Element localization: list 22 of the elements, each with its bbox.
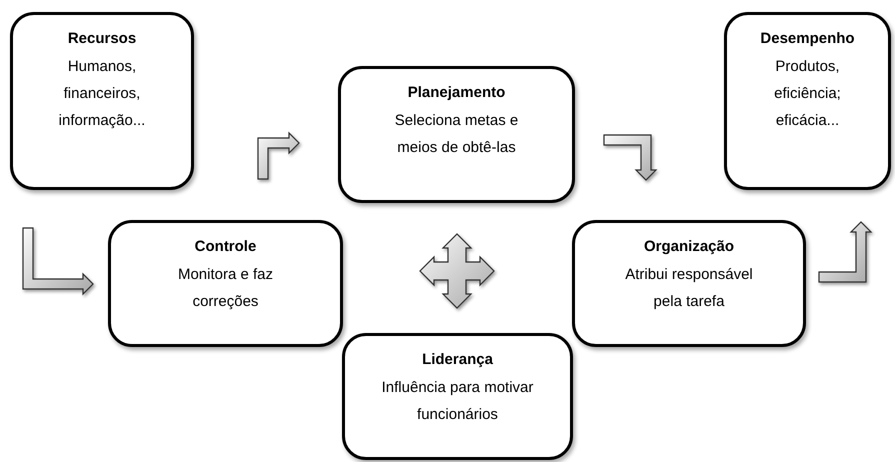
process-box (108, 220, 343, 347)
process-box (572, 220, 806, 347)
box-title: Organização (644, 237, 734, 257)
box-description: Influência para motivar funcionários (380, 378, 534, 425)
box-title: Desempenho (760, 29, 855, 49)
block-arrow (257, 132, 300, 180)
box-title: Planejamento (408, 83, 506, 103)
box-description: Atribui responsável pela tarefa (624, 265, 754, 312)
process-box (342, 333, 573, 460)
box-description: Humanos, financeiros, informação... (58, 57, 146, 131)
box-title: Controle (194, 237, 256, 257)
box-description: Monitora e faz correções (176, 265, 274, 312)
block-arrow (818, 221, 872, 283)
process-box (10, 12, 194, 190)
box-description: Produtos, eficiência; eficácia... (773, 57, 842, 131)
box-title: Recursos (68, 29, 136, 49)
block-arrow (603, 134, 658, 181)
process-box (724, 12, 891, 190)
process-box (338, 66, 575, 203)
block-arrow (22, 227, 94, 296)
box-title: Liderança (422, 350, 493, 370)
box-description: Seleciona metas e meios de obtê-las (394, 111, 520, 158)
